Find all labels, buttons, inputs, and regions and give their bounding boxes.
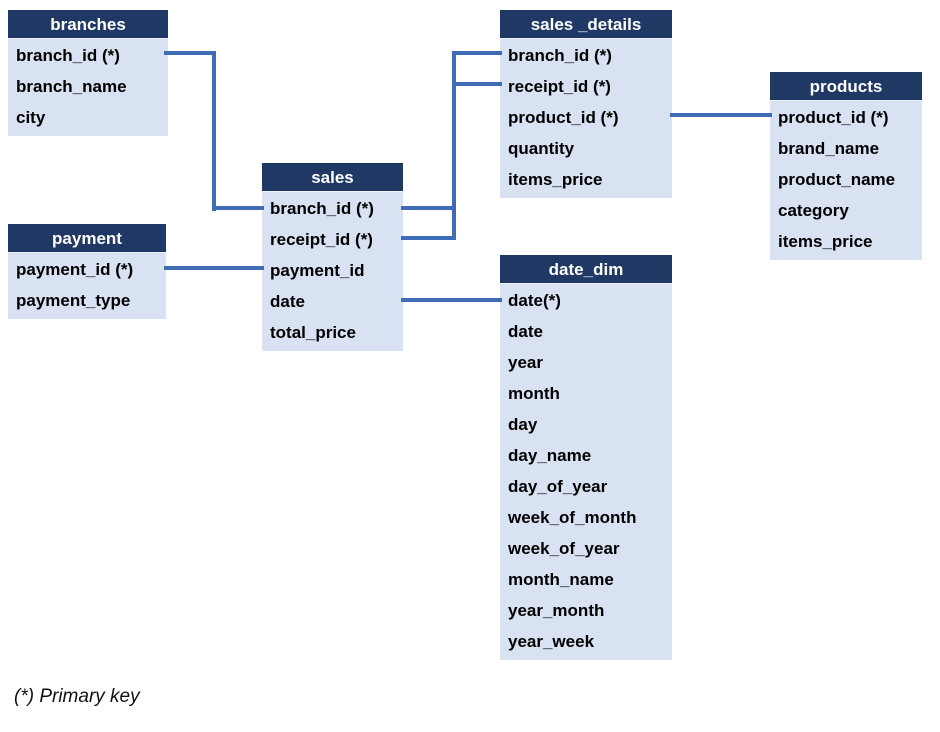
table-sales-field-3: date bbox=[270, 292, 305, 311]
primary-key-footnote: (*) Primary key bbox=[14, 686, 140, 707]
table-date_dim-field-0: date(*) bbox=[508, 291, 561, 310]
table-sales_details-field-2: product_id (*) bbox=[508, 108, 619, 127]
table-products-field-4: items_price bbox=[778, 232, 873, 251]
connector-sales-to-datedim-h bbox=[401, 298, 502, 302]
table-date_dim-field-10: year_month bbox=[508, 601, 605, 620]
connector-sales-to-salesdetails-v bbox=[452, 51, 456, 240]
connector-payment-to-sales-h bbox=[164, 266, 264, 270]
table-sales_details-field-1: receipt_id (*) bbox=[508, 77, 611, 96]
table-date_dim-field-3: month bbox=[508, 384, 560, 403]
connector-sales-receiptid-stub bbox=[401, 236, 456, 240]
table-sales-field-0: branch_id (*) bbox=[270, 199, 374, 218]
table-products-field-1: brand_name bbox=[778, 139, 880, 158]
table-date_dim-field-1: date bbox=[508, 322, 543, 341]
table-sales-field-1: receipt_id (*) bbox=[270, 230, 373, 249]
table-date_dim-field-6: day_of_year bbox=[508, 477, 608, 496]
table-sales_details-title: sales _details bbox=[500, 10, 672, 39]
connector-branches-to-sales-h2 bbox=[212, 206, 264, 210]
table-date_dim-field-8: week_of_year bbox=[508, 539, 620, 558]
table-date_dim-body: date(*) date year month day day_name day_of_ye… bbox=[500, 284, 672, 660]
table-date_dim-field-9: month_name bbox=[508, 570, 614, 589]
connector-branches-to-sales-v bbox=[212, 51, 216, 211]
table-payment: payment payment_id (*) payment_type bbox=[8, 224, 166, 319]
table-sales_details-field-0: branch_id (*) bbox=[508, 46, 612, 65]
table-date_dim-field-7: week_of_month bbox=[508, 508, 637, 527]
table-payment-body: payment_id (*) payment_type bbox=[8, 253, 166, 319]
table-date_dim-field-4: day bbox=[508, 415, 538, 434]
table-sales-field-4: total_price bbox=[270, 323, 356, 342]
table-date_dim-title: date_dim bbox=[500, 255, 672, 284]
table-sales_details-field-3: quantity bbox=[508, 139, 575, 158]
table-products-field-3: category bbox=[778, 201, 849, 220]
table-payment-title: payment bbox=[8, 224, 166, 253]
table-branches-field-0: branch_id (*) bbox=[16, 46, 120, 65]
connector-salesdetails-receiptid-stub bbox=[452, 82, 502, 86]
table-branches-field-2: city bbox=[16, 108, 46, 127]
table-sales_details: sales _details branch_id (*) receipt_id (*… bbox=[500, 10, 672, 198]
table-payment-field-1: payment_type bbox=[16, 291, 131, 310]
table-sales_details-field-4: items_price bbox=[508, 170, 603, 189]
connector-salesdetails-to-products-h bbox=[670, 113, 772, 117]
table-sales-field-2: payment_id bbox=[270, 261, 365, 280]
table-products-field-0: product_id (*) bbox=[778, 108, 889, 127]
connector-sales-branchid-stub bbox=[401, 206, 456, 210]
table-products-field-2: product_name bbox=[778, 170, 896, 189]
table-products-title: products bbox=[770, 72, 922, 101]
table-payment-field-0: payment_id (*) bbox=[16, 260, 134, 279]
table-sales: sales branch_id (*) receipt_id (*) payment_… bbox=[262, 163, 403, 351]
table-branches-title: branches bbox=[8, 10, 168, 39]
table-sales_details-body: branch_id (*) receipt_id (*) product_id (*… bbox=[500, 39, 672, 198]
connector-branches-to-sales-h1 bbox=[164, 51, 216, 55]
connector-salesdetails-branchid-stub bbox=[452, 51, 502, 55]
table-date_dim-field-5: day_name bbox=[508, 446, 592, 465]
table-sales-title: sales bbox=[262, 163, 403, 192]
table-date_dim-field-2: year bbox=[508, 353, 543, 372]
table-date_dim-field-11: year_week bbox=[508, 632, 595, 651]
table-branches-field-1: branch_name bbox=[16, 77, 127, 96]
